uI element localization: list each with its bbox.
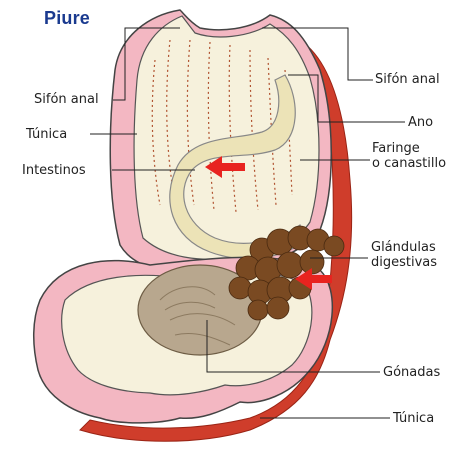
diagram-title: Piure	[44, 8, 90, 29]
label-tunica-left: Túnica	[26, 127, 67, 142]
label-glandulas-line2: digestivas	[371, 255, 437, 270]
label-glandulas-line1: Glándulas	[371, 240, 437, 255]
label-tunica-bottom: Túnica	[393, 411, 434, 426]
label-sifon-anal-left: Sifón anal	[34, 92, 99, 107]
label-gonadas: Gónadas	[383, 365, 440, 380]
label-ano: Ano	[408, 115, 433, 130]
label-intestinos: Intestinos	[22, 163, 86, 178]
label-glandulas: Glándulas digestivas	[371, 240, 437, 270]
label-sifon-anal-right: Sifón anal	[375, 72, 440, 87]
label-faringe-line2: o canastillo	[372, 156, 446, 171]
label-faringe-line1: Faringe	[372, 141, 446, 156]
label-faringe: Faringe o canastillo	[372, 141, 446, 171]
